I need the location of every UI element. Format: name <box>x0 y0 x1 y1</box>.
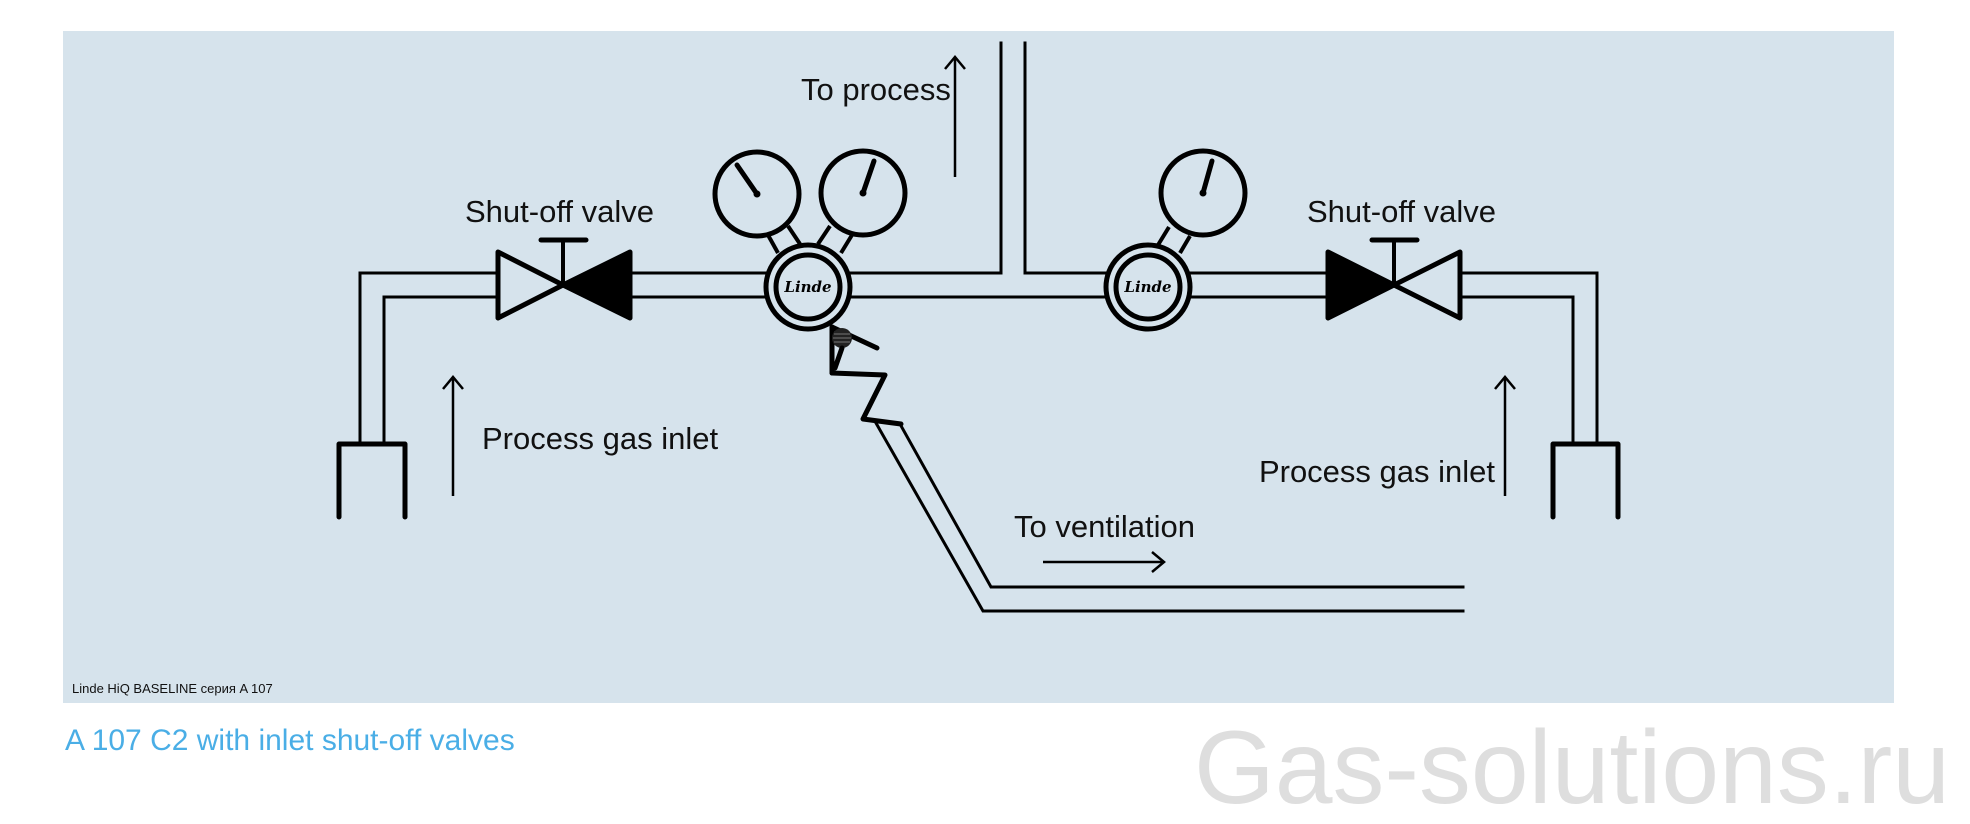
regulator-2-gauge-connector <box>1156 225 1192 255</box>
left-inlet-pipe <box>358 271 500 445</box>
process-gas-inlet-left-label: Process gas inlet <box>482 421 718 456</box>
right-inlet-arrow-icon <box>1494 375 1516 496</box>
to-process-label: To process <box>801 72 951 107</box>
pipe-regulator-2-to-valve <box>1188 271 1330 299</box>
to-ventilation-label: To ventilation <box>1014 509 1195 544</box>
pipe-valve-to-regulator-1 <box>628 271 768 299</box>
left-gas-source-icon <box>336 441 408 520</box>
figure-title: A 107 C2 with inlet shut-off valves <box>65 724 515 757</box>
right-inlet-pipe <box>1458 271 1599 445</box>
diagram-caption: Linde HiQ BASELINE серия A 107 <box>72 681 273 696</box>
shut-off-valve-right-label: Shut-off valve <box>1307 194 1496 229</box>
to-process-arrow-icon <box>944 55 966 177</box>
gauge-1-icon <box>712 149 802 239</box>
vent-pipe <box>873 420 1465 613</box>
gauge-2-icon <box>818 148 908 238</box>
left-inlet-arrow-icon <box>442 375 464 496</box>
gauge-3-icon <box>1158 148 1248 238</box>
diagram-panel <box>63 31 1894 703</box>
shut-off-valve-left-label: Shut-off valve <box>465 194 654 229</box>
relief-valve-icon <box>829 324 904 427</box>
regulator-1-gauge-connectors <box>766 224 854 255</box>
linde-logo: Linde <box>1123 278 1171 296</box>
left-shut-off-valve-icon <box>495 237 633 321</box>
watermark: Gas-solutions.ru <box>1194 710 1950 824</box>
to-ventilation-arrow-icon <box>1043 551 1166 573</box>
process-gas-inlet-right-label: Process gas inlet <box>1259 454 1495 489</box>
regulator-2-icon: Linde <box>1103 242 1193 332</box>
linde-logo: Linde <box>783 278 831 296</box>
right-gas-source-icon <box>1550 441 1621 520</box>
regulator-1-icon: Linde <box>763 242 853 332</box>
right-shut-off-valve-icon <box>1325 237 1463 321</box>
outlet-pipe <box>848 41 1108 299</box>
